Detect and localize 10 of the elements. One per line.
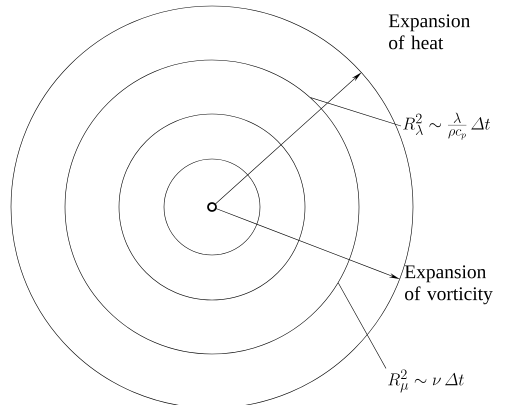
center-dot	[207, 202, 217, 212]
ring-circle	[164, 158, 260, 256]
formula-label: $R_{\lambda}^{2} \sim \frac{\lambda}{\rho c_{p}}\,\mathnormal{\Delta} t$	[403, 112, 490, 140]
caption-text: Expansion of vorticity	[404, 265, 493, 304]
caption-text: Expansion of heat	[388, 14, 470, 50]
ring-circle	[118, 114, 306, 300]
ring-circle	[64, 60, 360, 354]
leader-line	[310, 97, 402, 126]
leader-line	[338, 282, 386, 369]
formula-label: $R_{\mu}^{2} \sim \nu\,\mathnormal{\Delta} t$	[388, 369, 464, 393]
